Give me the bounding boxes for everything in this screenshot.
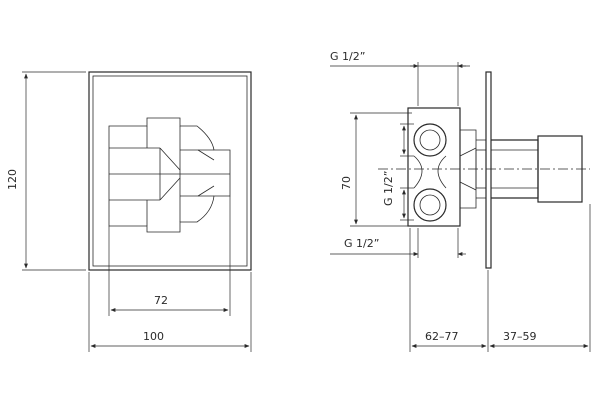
width-label: 100 [143, 330, 164, 343]
depth-dimensions: 62–77 37–59 [409, 204, 591, 352]
mixer-body-front [108, 117, 231, 233]
depth-body-label: 62–77 [425, 330, 459, 343]
thread-bottom-label: G 1/2” [344, 237, 379, 250]
port-spacing-label: 70 [340, 176, 353, 190]
thread-top-dimension: G 1/2” [330, 50, 470, 106]
side-view: G 1/2” G 1/2” 70 G 1/2” [330, 50, 591, 352]
port-spacing-dimension: 70 [340, 112, 412, 227]
thread-side-dimension: G 1/2” [382, 123, 414, 221]
port-bottom [413, 188, 447, 222]
dimension-inner-width: 72 [108, 196, 231, 316]
thread-side-label: G 1/2” [382, 171, 395, 206]
depth-handle-label: 37–59 [503, 330, 537, 343]
cover-plate [88, 71, 252, 271]
thread-bottom-dimension: G 1/2” [330, 228, 466, 258]
thread-top-label: G 1/2” [330, 50, 365, 63]
inner-width-label: 72 [154, 294, 168, 307]
front-view: 120 72 100 [6, 71, 252, 352]
height-label: 120 [6, 169, 19, 190]
dimension-width: 100 [88, 272, 252, 352]
dimension-height: 120 [6, 71, 86, 271]
handle-side [491, 135, 583, 203]
valve-body-side [407, 107, 487, 227]
cover-plate-inner [92, 75, 248, 267]
cover-plate-side [485, 71, 492, 269]
port-top [413, 123, 447, 157]
